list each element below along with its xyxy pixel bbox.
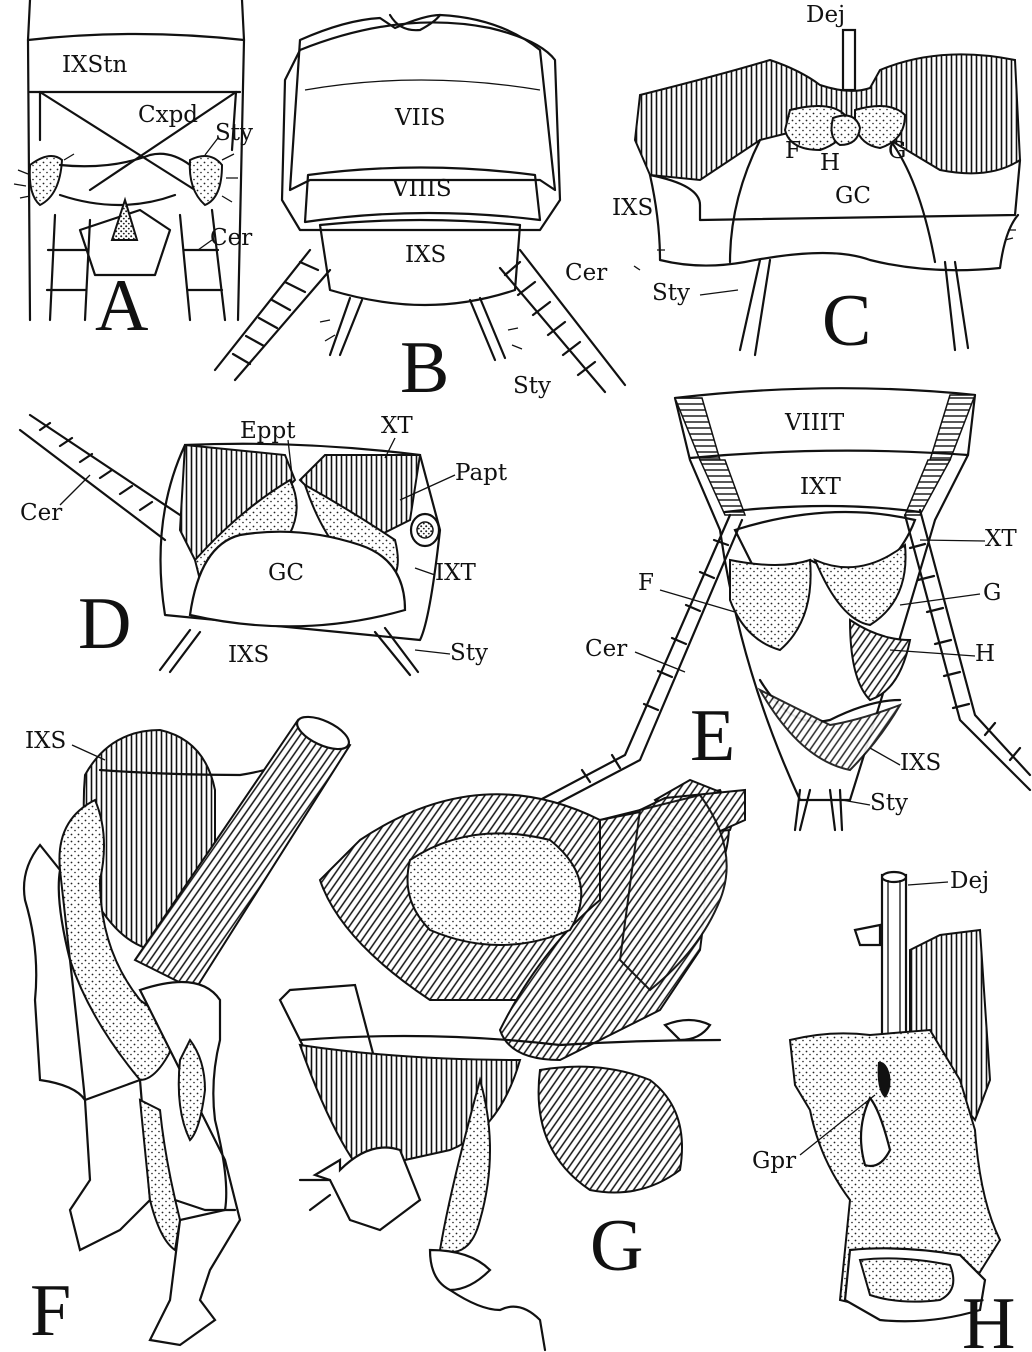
panel-e: VIIIT IXT XT F G H Cer IXS Sty E: [540, 388, 1030, 830]
panel-b: VIIS VIIIS IXS Cer Sty B: [215, 15, 625, 409]
label-sty-b: Sty: [513, 373, 551, 399]
panel-g: G: [280, 780, 745, 1350]
label-xt-d: XT: [381, 413, 413, 439]
label-dej-c: Dej: [806, 2, 845, 28]
label-gc-d: GC: [268, 560, 304, 586]
panel-letter-h: H: [962, 1283, 1015, 1352]
label-ixt-e: IXT: [800, 474, 841, 500]
label-g-e: G: [983, 580, 1001, 606]
label-viiis: VIIIS: [391, 176, 452, 202]
label-cxpd: Cxpd: [138, 102, 198, 128]
label-dej-h: Dej: [950, 868, 989, 894]
label-ixs-d: IXS: [228, 642, 269, 668]
panel-d: Eppt XT Papt Cer GC IXT IXS Sty D: [20, 413, 508, 675]
label-ixstn: IXStn: [62, 52, 127, 78]
label-cer-d: Cer: [20, 500, 62, 526]
label-papt: Papt: [455, 460, 508, 486]
panel-c: Dej F H G GC IXS Sty C: [612, 2, 1020, 362]
panel-letter-d: D: [78, 583, 131, 665]
label-cer-e: Cer: [585, 636, 627, 662]
label-viiit: VIIIT: [784, 410, 845, 436]
label-gpr: Gpr: [752, 1148, 796, 1174]
label-ixs-c: IXS: [612, 195, 653, 221]
label-f-c: F: [785, 138, 801, 164]
panel-a: IXStn Cxpd Sty Cer A: [14, 0, 253, 347]
panel-letter-b: B: [400, 327, 449, 409]
label-cer: Cer: [210, 225, 252, 251]
panel-letter-c: C: [822, 280, 871, 362]
label-f-e: F: [638, 570, 654, 596]
label-gc-c: GC: [835, 183, 871, 209]
panel-letter-e: E: [690, 695, 735, 777]
label-g-c: G: [888, 138, 906, 164]
panel-h: Dej Gpr H: [752, 868, 1015, 1352]
panel-letter-f: F: [30, 1270, 71, 1352]
label-ixs-b: IXS: [405, 242, 446, 268]
label-sty: Sty: [215, 120, 253, 146]
label-sty-c: Sty: [652, 280, 690, 306]
panel-letter-g: G: [590, 1205, 643, 1287]
label-h-e: H: [975, 641, 995, 667]
label-sty-e: Sty: [870, 790, 908, 816]
panel-letter-a: A: [95, 265, 148, 347]
label-ixt-d: IXT: [435, 560, 476, 586]
label-viis: VIIS: [394, 105, 446, 131]
label-h-c: H: [820, 150, 840, 176]
label-cer-b: Cer: [565, 260, 607, 286]
label-sty-d: Sty: [450, 640, 488, 666]
label-ixs-e: IXS: [900, 750, 941, 776]
label-xt-e: XT: [985, 526, 1017, 552]
label-ixs-f: IXS: [25, 728, 66, 754]
